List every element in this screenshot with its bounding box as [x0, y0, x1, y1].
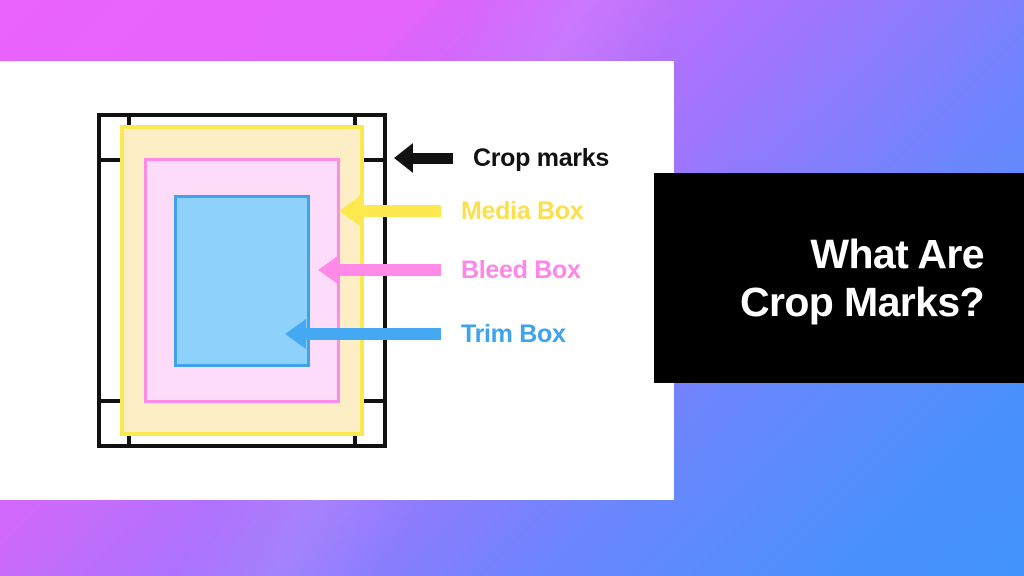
callout-trim-box: Trim Box — [285, 314, 566, 354]
crop-mark-line-left — [97, 113, 101, 448]
crop-mark-tick-top-right-horizontal — [353, 158, 387, 162]
crop-mark-line-bottom — [97, 444, 387, 448]
crop-mark-tick-bottom-right-horizontal — [353, 399, 387, 403]
left-arrow-icon-bleed-box — [318, 250, 441, 290]
title-line-2: Crop Marks? — [739, 279, 985, 325]
callout-media-box: Media Box — [339, 191, 584, 231]
left-arrow-icon-crop-marks — [394, 138, 453, 178]
arrow-head — [285, 319, 306, 349]
arrow-shaft — [360, 205, 441, 217]
left-arrow-icon-trim-box — [285, 314, 441, 354]
crop-mark-line-top — [97, 113, 387, 117]
callout-label-crop-marks: Crop marks — [473, 143, 609, 172]
arrow-shaft — [339, 264, 441, 276]
crop-mark-tick-top-left-horizontal — [97, 158, 131, 162]
callout-label-bleed-box: Bleed Box — [461, 255, 581, 284]
arrow-shaft — [306, 328, 441, 340]
crop-mark-line-right — [383, 113, 387, 448]
callout-label-trim-box: Trim Box — [461, 319, 566, 348]
title-card: What Are Crop Marks? — [654, 173, 1024, 383]
arrow-shaft — [413, 152, 453, 164]
left-arrow-icon-media-box — [339, 191, 441, 231]
callout-crop-marks: Crop marks — [394, 138, 609, 178]
crop-mark-tick-bottom-left-horizontal — [97, 399, 131, 403]
callout-label-media-box: Media Box — [461, 196, 584, 225]
callout-bleed-box: Bleed Box — [318, 250, 581, 290]
arrow-head — [394, 143, 413, 173]
title-line-1: What Are — [810, 230, 984, 277]
arrow-head — [339, 196, 360, 226]
arrow-head — [318, 255, 339, 285]
